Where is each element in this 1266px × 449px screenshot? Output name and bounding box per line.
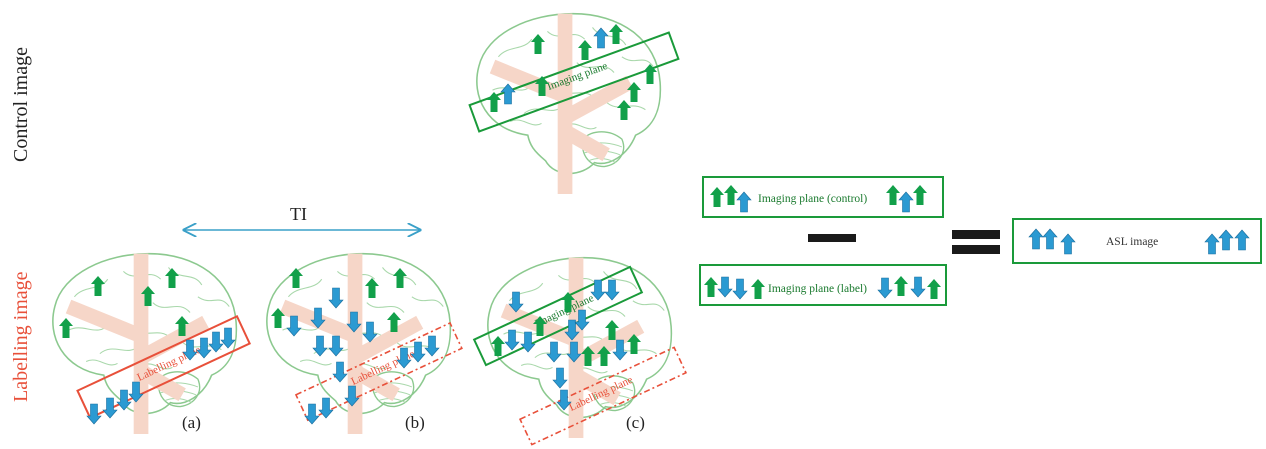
- asl-image-box-label: ASL image: [1106, 236, 1158, 248]
- green-arrow-icon: [578, 40, 592, 60]
- equals-sign: [952, 230, 1000, 254]
- panel-c-brain-drawing: [488, 258, 672, 438]
- blue-arrow-icon: [304, 403, 320, 425]
- green-arrow-icon: [91, 276, 105, 296]
- panel-b-labelling-plane: [294, 321, 463, 422]
- control-plane-box-label: Imaging plane (control): [758, 193, 867, 205]
- minus-sign: [808, 234, 856, 242]
- panel-c-diagram: Imaging plane Labelling plane: [472, 258, 688, 446]
- asl-image-box: ASL image: [1012, 218, 1262, 264]
- panel-c-imaging-plane: [472, 265, 644, 367]
- blue-arrow-icon: [220, 327, 236, 349]
- labelling-image-label: Labelling image: [10, 271, 32, 402]
- blue-arrow-icon: [520, 331, 536, 353]
- blue-arrow-icon: [328, 287, 344, 309]
- green-arrow-icon: [609, 24, 623, 44]
- panel-b-caption: (b): [405, 413, 425, 432]
- label-plane-box-label: Imaging plane (label): [768, 283, 867, 295]
- green-arrow-icon: [59, 318, 73, 338]
- blue-arrow-icon: [546, 341, 562, 363]
- panel-c-caption: (c): [626, 413, 645, 432]
- blue-arrow-icon: [552, 367, 568, 389]
- panel-c-labelling-plane: [518, 346, 688, 446]
- green-arrow-icon: [491, 336, 505, 356]
- blue-arrow-icon: [102, 397, 118, 419]
- green-arrow-icon: [531, 34, 545, 54]
- green-arrow-icon: [393, 268, 407, 288]
- control-imaging-plane: [468, 31, 680, 133]
- panel-a-labelling-plane: [76, 314, 252, 420]
- panel-a-caption: (a): [182, 413, 201, 432]
- blue-arrow-icon: [500, 83, 516, 105]
- blue-arrow-icon: [604, 279, 620, 301]
- label-plane-box: Imaging plane (label): [699, 264, 947, 306]
- ti-label: TI: [290, 204, 307, 224]
- blue-arrow-icon: [590, 279, 606, 301]
- green-arrow-icon: [617, 100, 631, 120]
- panel-a-diagram: Labelling plane: [53, 254, 252, 434]
- control-brain-diagram: Imaging plane: [468, 14, 680, 194]
- green-arrow-icon: [289, 268, 303, 288]
- blue-arrow-icon: [328, 335, 344, 357]
- green-arrow-icon: [165, 268, 179, 288]
- blue-arrow-icon: [332, 361, 348, 383]
- panel-b-diagram: Labelling plane: [267, 254, 463, 434]
- blue-arrow-icon: [318, 397, 334, 419]
- control-plane-box: Imaging plane (control): [702, 176, 944, 218]
- green-arrow-icon: [365, 278, 379, 298]
- control-image-label: Control image: [10, 47, 32, 162]
